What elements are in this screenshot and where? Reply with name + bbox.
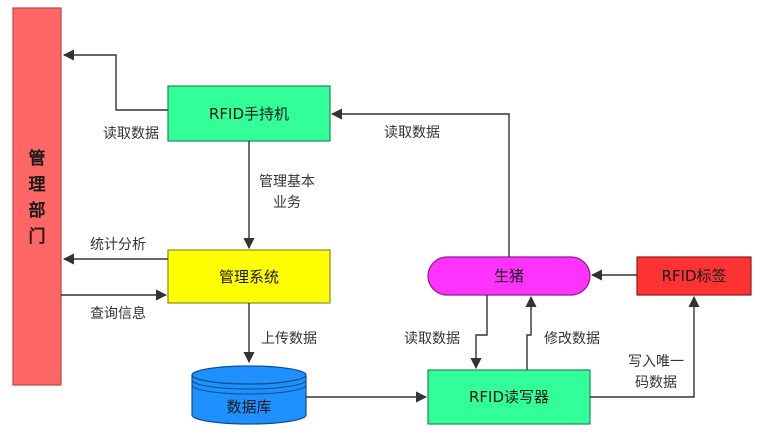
edge-label-system-to-dept: 统计分析 xyxy=(90,237,146,253)
node-management-dept: 管 理 部 门 xyxy=(12,7,62,386)
edge-reader-to-pig xyxy=(525,295,537,370)
edge-reader-to-tag xyxy=(590,295,700,398)
edge-label-reader-to-tag-2: 码数据 xyxy=(635,375,677,391)
edge-label-pig-to-handheld: 读取数据 xyxy=(384,124,440,141)
edge-label-pig-to-reader: 读取数据 xyxy=(404,330,460,347)
database-label: 数据库 xyxy=(226,398,271,416)
edge-label-handheld-to-system-1: 管理基本 xyxy=(259,173,315,190)
edge-handheld-to-dept xyxy=(62,49,168,111)
tag-label: RFID标签 xyxy=(661,267,726,285)
reader-label: RFID读写器 xyxy=(469,388,549,406)
edge-pig-to-reader xyxy=(470,295,488,370)
dept-char-1: 管 xyxy=(29,148,46,169)
node-rfid-handheld: RFID手持机 xyxy=(167,85,331,142)
edge-label-handheld-to-system-2: 业务 xyxy=(273,195,301,211)
system-label: 管理系统 xyxy=(219,268,279,286)
edge-label-handheld-to-dept: 读取数据 xyxy=(103,125,159,142)
handheld-label: RFID手持机 xyxy=(209,105,289,123)
edge-pig-to-handheld xyxy=(330,108,510,257)
node-rfid-reader: RFID读写器 xyxy=(427,369,591,425)
edge-label-system-to-database: 上传数据 xyxy=(261,331,317,347)
dept-char-4: 门 xyxy=(29,226,46,247)
edge-label-reader-to-pig: 修改数据 xyxy=(544,331,600,347)
edge-label-dept-to-system: 查询信息 xyxy=(90,305,146,322)
dept-char-3: 部 xyxy=(29,200,46,221)
node-pig: 生猪 xyxy=(427,256,591,296)
pig-label: 生猪 xyxy=(494,267,524,285)
node-rfid-tag: RFID标签 xyxy=(636,256,752,296)
node-management-system: 管理系统 xyxy=(167,249,331,304)
edge-label-reader-to-tag-1: 写入唯一 xyxy=(628,354,684,370)
node-database: 数据库 xyxy=(191,365,307,425)
dept-char-2: 理 xyxy=(29,175,46,195)
